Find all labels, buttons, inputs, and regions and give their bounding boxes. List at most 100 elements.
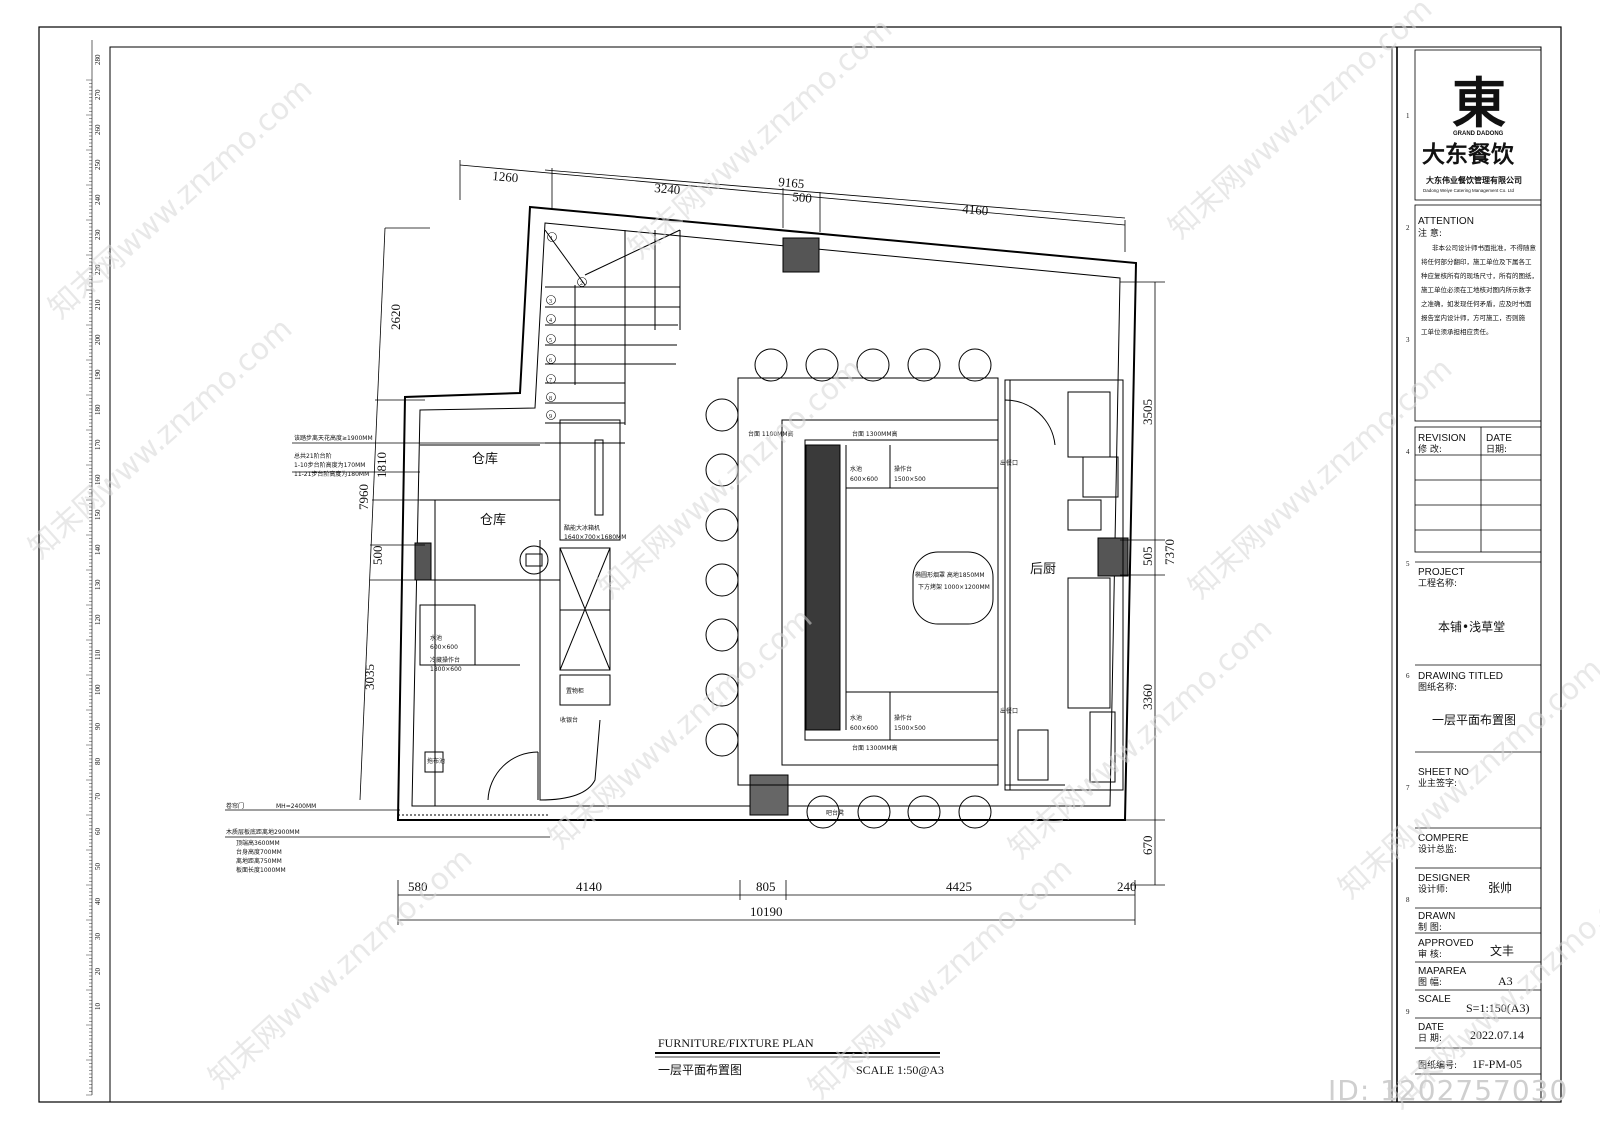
label-fridge-1: 酷能大冰箱机	[564, 524, 600, 532]
ruler-label: 170	[94, 439, 102, 450]
label-cold-prep-size: 1800×600	[430, 666, 462, 673]
ruler-label: 110	[94, 649, 102, 660]
watermark: 知末网www.znzmo.com	[202, 841, 479, 1096]
label-counter-1300: 台面 1300MM高	[852, 430, 898, 438]
ruler-label: 210	[94, 299, 102, 310]
ruler-label: 140	[94, 544, 102, 555]
row-number: 1	[1406, 112, 1410, 120]
ruler-label: 20	[94, 968, 102, 976]
bar-stool	[705, 673, 739, 707]
column-top	[782, 237, 820, 273]
dim-right-7370: 7370	[1162, 539, 1177, 565]
note-stair-2: 总共21阶台阶	[294, 452, 332, 460]
watermark: 知末网www.znzmo.com	[542, 601, 819, 856]
approved-cn: 审 核:	[1418, 948, 1442, 960]
row-number: 9	[1406, 1008, 1410, 1016]
dim-bottom-4140: 4140	[576, 879, 602, 894]
dwgno-value: 1F-PM-05	[1472, 1057, 1522, 1071]
column-left	[414, 542, 432, 581]
drawn-cn: 制 图:	[1418, 921, 1442, 933]
company-cn: 大东伟业餐饮管理有限公司	[1426, 175, 1522, 185]
ruler-label: 260	[94, 124, 102, 135]
note-door-1: 卷帘门	[226, 802, 244, 810]
ruler-label: 10	[94, 1003, 102, 1011]
dim-bottom-805: 805	[756, 879, 776, 894]
title-block-text: 東 GRAND DADONG 大东餐饮 大东伟业餐饮管理有限公司 Dadong …	[1418, 72, 1538, 1071]
floor-plan	[396, 205, 1138, 829]
label-sink-a-size: 600×600	[850, 476, 878, 483]
label-serve-out: 出餐口	[1000, 459, 1018, 467]
label-prep-b: 操作台	[894, 714, 912, 722]
stair-number: 8	[549, 396, 552, 402]
plan-scale: SCALE 1:50@A3	[856, 1063, 944, 1077]
bar-stool	[705, 508, 739, 542]
ruler-label: 50	[94, 863, 102, 871]
bar-stool	[856, 348, 890, 382]
dim-left-3035: 3035	[362, 664, 377, 690]
note-wood-1: 木质层板底距离地2900MM	[226, 828, 300, 836]
dim-bottom-4425: 4425	[946, 879, 972, 894]
ruler-label: 270	[94, 89, 102, 100]
logo-mark: 東	[1452, 72, 1506, 135]
logo-en: GRAND DADONG	[1453, 131, 1504, 137]
watermark: 知末网www.znzmo.com	[22, 311, 299, 566]
label-counter-1100: 台面 1100MM高	[748, 430, 794, 438]
ruler-label: 100	[94, 684, 102, 695]
row-number: 6	[1406, 672, 1410, 680]
bar-stool	[754, 348, 788, 382]
ruler-label: 150	[94, 509, 102, 520]
maparea-cn: 图 幅:	[1418, 976, 1442, 988]
note-wood-3: 台身高度700MM	[236, 848, 282, 856]
dim-right-3505: 3505	[1140, 399, 1155, 425]
ruler-label: 30	[94, 933, 102, 941]
logo-cn: 大东餐饮	[1422, 141, 1515, 168]
dim-top-4160: 4160	[962, 201, 989, 218]
notes: 该踏步离天花高度≥1900MM 总共21阶台阶 1-10步台阶高度为170MM …	[226, 434, 373, 874]
dim-right-3360: 3360	[1140, 684, 1155, 710]
bar-stool	[705, 563, 739, 597]
bar-stools	[705, 348, 992, 829]
attention-line: 工单位须承担相应责任。	[1421, 327, 1493, 336]
bar-stool	[705, 398, 739, 432]
attention-en: ATTENTION	[1418, 216, 1474, 227]
stair-number: 5	[549, 338, 552, 344]
compere-cn: 设计总监:	[1418, 843, 1457, 855]
dimension-labels: 1260 3240 9165 500 4160 2620 7960 1810 5…	[356, 168, 1177, 919]
scale-value: S=1:150(A3)	[1466, 1001, 1529, 1015]
room-storage-2: 仓库	[480, 512, 506, 528]
sheet-cn: 业主签字:	[1418, 777, 1457, 789]
revision-en: REVISION	[1418, 433, 1466, 444]
dwgno-cn: 图纸编号:	[1418, 1059, 1457, 1071]
attention-cn: 注 意:	[1418, 227, 1442, 239]
label-serve-out-2: 出餐口	[1000, 707, 1018, 715]
designer-name: 张帅	[1488, 881, 1512, 895]
title-block	[1391, 47, 1542, 1103]
date2-value: 2022.07.14	[1470, 1028, 1524, 1042]
dim-top-500: 500	[792, 189, 813, 206]
label-cash: 收银台	[560, 716, 578, 724]
plan-title-en: FURNITURE/FIXTURE PLAN	[658, 1036, 814, 1050]
dim-left-500: 500	[370, 546, 385, 566]
ruler-label: 230	[94, 229, 102, 240]
bar-stool	[705, 453, 739, 487]
row-number: 4	[1406, 448, 1410, 456]
ruler-label: 240	[94, 194, 102, 205]
label-prep-b-size: 1500×500	[894, 725, 926, 732]
dim-left-2620: 2620	[388, 304, 403, 330]
dim-top-1260: 1260	[492, 168, 519, 185]
label-cold-prep: 冷藏操作台	[430, 656, 460, 664]
date2-en: DATE	[1418, 1022, 1444, 1033]
inner-frame	[109, 46, 1542, 1103]
ruler-label: 280	[94, 54, 102, 65]
ruler-label: 160	[94, 474, 102, 485]
sheet-en: SHEET NO	[1418, 767, 1469, 778]
attention-line: 种应复核所有的现场尺寸，所有的图纸，	[1421, 271, 1538, 280]
bar-stool	[857, 795, 891, 829]
note-wood-5: 板面长度1000MM	[236, 866, 286, 874]
ruler-label: 200	[94, 334, 102, 345]
project-name: 本铺•浅草堂	[1438, 620, 1505, 634]
drawing-en: DRAWING TITLED	[1418, 671, 1503, 682]
plan-title-cn: 一层平面布置图	[658, 1063, 742, 1077]
label-counter-bottom: 台面 1300MM高	[852, 744, 898, 752]
